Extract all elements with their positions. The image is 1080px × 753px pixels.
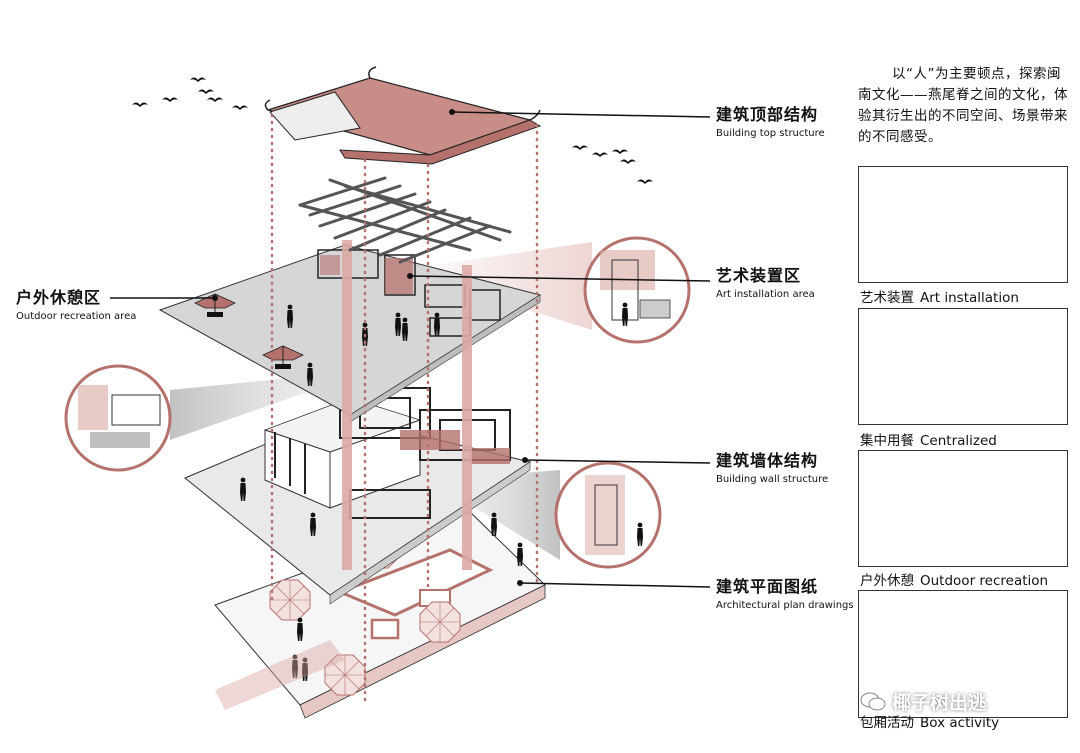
caption-box-activity-cn: 包厢活动 xyxy=(860,715,914,731)
wall-label-cn: 建筑墙体结构 xyxy=(716,451,819,470)
wall-label: 建筑墙体结构 Building wall structure xyxy=(716,451,829,486)
caption-outdoor-recreation-cn: 户外休憩 xyxy=(860,573,914,589)
caption-centralized: 集中用餐 Centralized xyxy=(860,429,997,449)
chat-bubble-icon xyxy=(860,692,886,710)
caption-art-installation-cn: 艺术装置 xyxy=(860,290,914,306)
caption-outdoor-recreation-en: Outdoor recreation xyxy=(920,573,1049,589)
wall-inset-view xyxy=(554,461,662,569)
watermark-text: 椰子树出逃 xyxy=(892,692,988,714)
photo-outdoor-recreation xyxy=(858,450,1068,567)
alignment-guides xyxy=(270,113,539,702)
plan-label: 建筑平面图纸 Architectural plan drawings xyxy=(716,577,854,612)
photo-art-installation xyxy=(858,166,1068,283)
plan-pink-sweep xyxy=(215,640,345,710)
structural-columns xyxy=(342,240,472,570)
art-label-cn: 艺术装置区 xyxy=(716,266,802,285)
plan-label-cn: 建筑平面图纸 xyxy=(716,577,819,596)
caption-outdoor-recreation: 户外休憩 Outdoor recreation xyxy=(860,569,1048,589)
leader-lines xyxy=(110,111,711,588)
leader-dots xyxy=(212,109,528,586)
roof-label-cn: 建筑顶部结构 xyxy=(716,105,819,124)
art-label: 艺术装置区 Art installation area xyxy=(716,266,815,301)
art-label-en: Art installation area xyxy=(716,289,815,301)
watermark: 椰子树出逃 xyxy=(860,688,987,715)
caption-centralized-en: Centralized xyxy=(920,433,997,449)
caption-centralized-cn: 集中用餐 xyxy=(860,433,914,449)
roof-level xyxy=(264,66,542,165)
caption-art-installation: 艺术装置 Art installation xyxy=(860,286,1019,306)
roof-label: 建筑顶部结构 Building top structure xyxy=(716,105,825,140)
outdoor-label: 户外休憩区 Outdoor recreation area xyxy=(16,288,137,323)
art-inset-view xyxy=(583,236,691,344)
outdoor-label-en: Outdoor recreation area xyxy=(16,311,137,323)
outdoor-label-cn: 户外休憩区 xyxy=(16,288,102,307)
plan-label-en: Architectural plan drawings xyxy=(716,600,854,612)
wall-label-en: Building wall structure xyxy=(716,474,829,486)
caption-art-installation-en: Art installation xyxy=(920,290,1019,306)
left-inset-view xyxy=(64,364,172,472)
photo-centralized xyxy=(858,308,1068,425)
roof-frame-beams xyxy=(298,176,512,264)
photo-box-activity xyxy=(858,590,1068,718)
roof-label-en: Building top structure xyxy=(716,128,825,140)
intro-paragraph: 以“人”为主要顿点，探索闽南文化——燕尾脊之间的文化，体验其衍生出的不同空间、场… xyxy=(858,66,1068,145)
caption-box-activity: 包厢活动 Box activity xyxy=(860,711,999,731)
caption-box-activity-en: Box activity xyxy=(920,715,1000,731)
